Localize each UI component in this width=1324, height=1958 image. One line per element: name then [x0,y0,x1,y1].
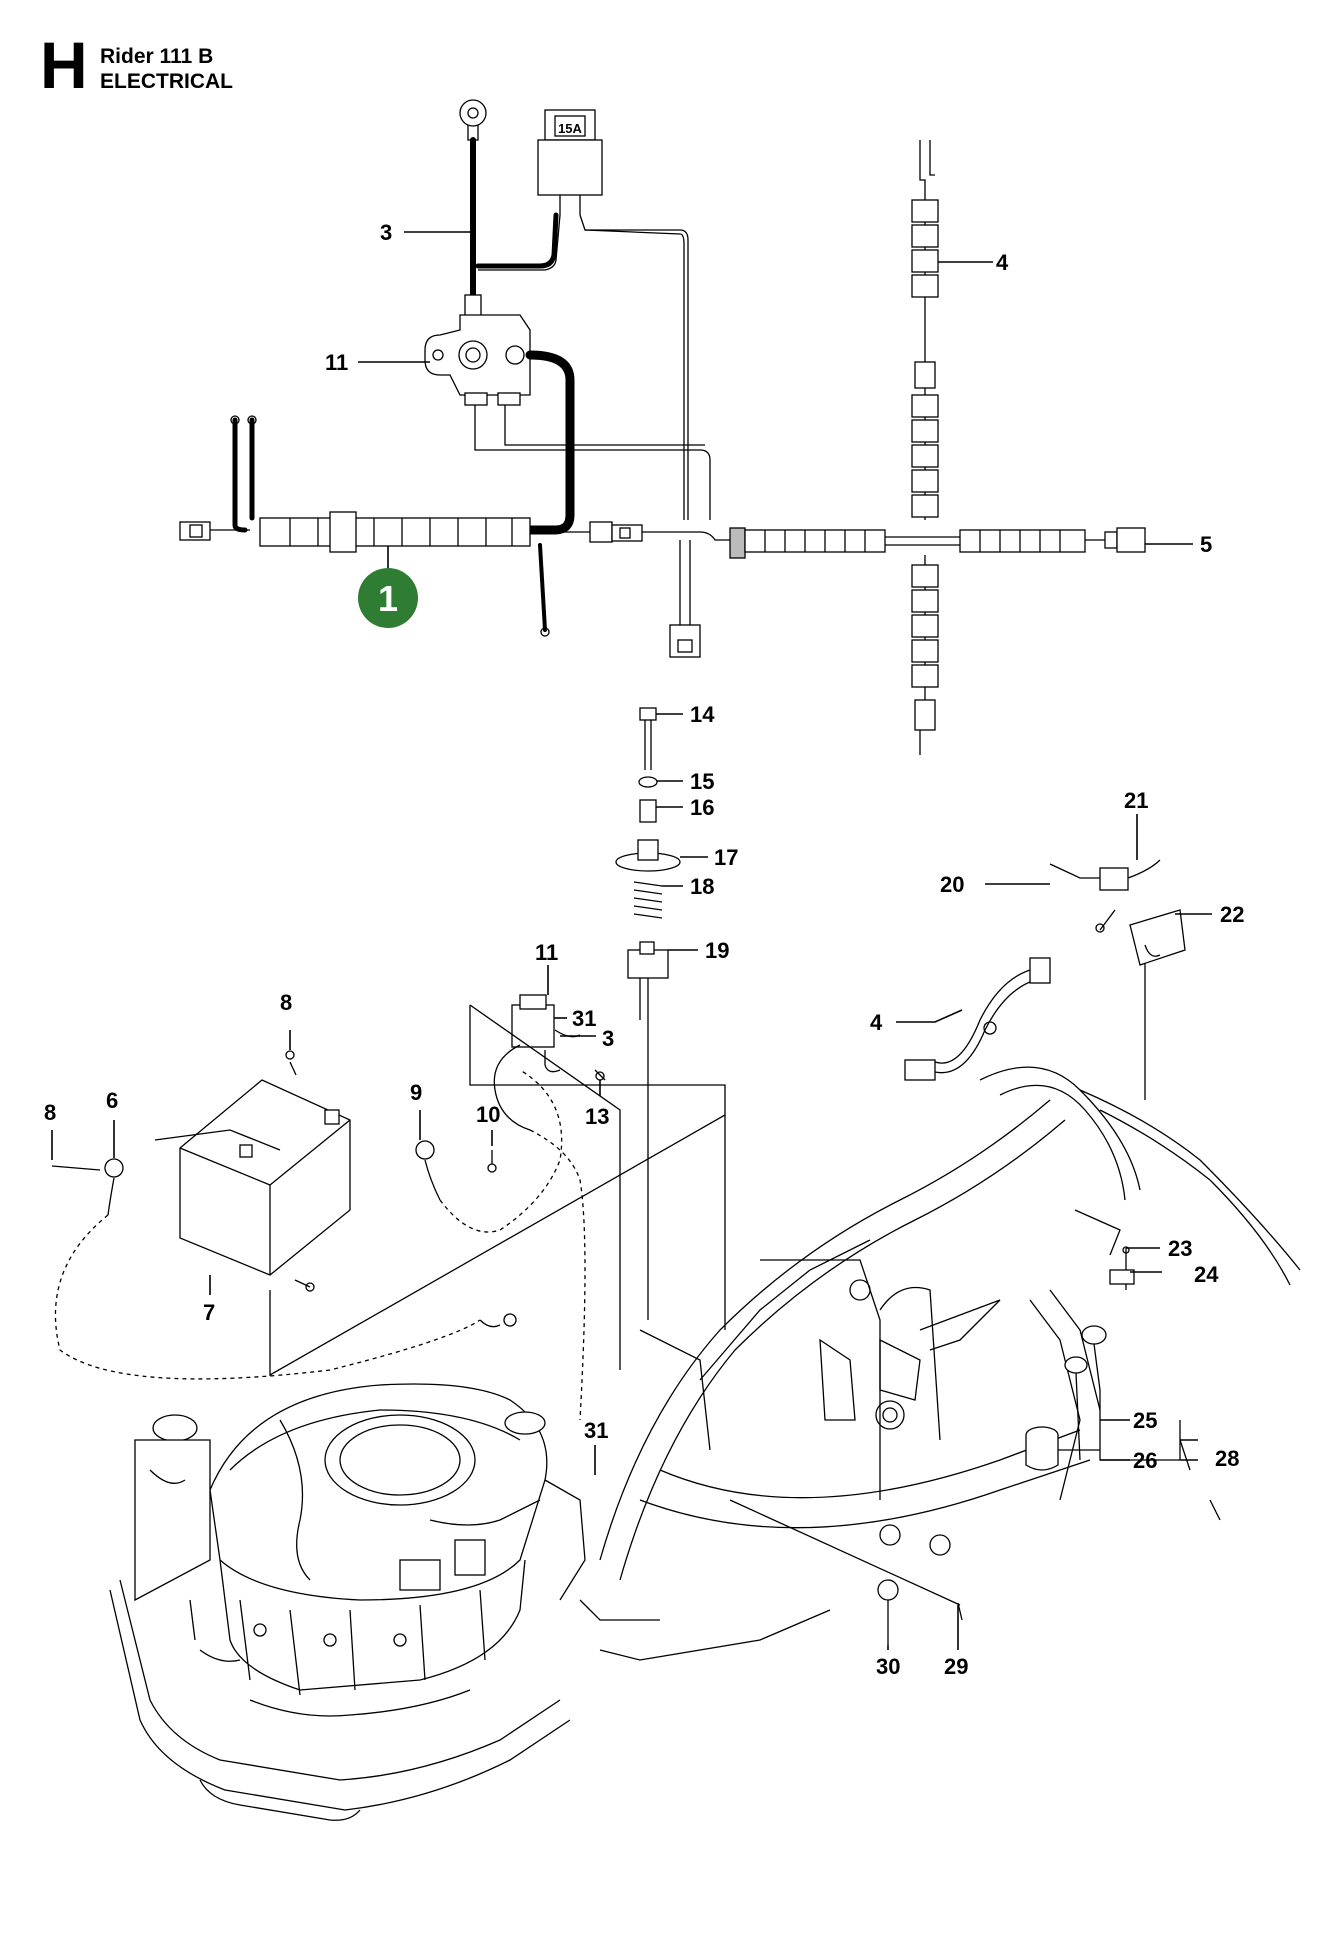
callout-8-left[interactable]: 8 [44,1100,56,1125]
callout-6[interactable]: 6 [106,1088,118,1113]
callout-labels: 3 4 11 5 14 15 16 17 18 19 21 20 22 11 3… [44,220,1244,1679]
callout-29[interactable]: 29 [944,1654,968,1679]
callout-22[interactable]: 22 [1220,902,1244,927]
battery-cable [459,99,487,326]
starter-solenoid[interactable] [424,314,711,535]
callout-7[interactable]: 7 [203,1300,215,1325]
engine [109,1383,586,1821]
callout-31[interactable]: 31 [572,1006,596,1031]
callout-11-frame[interactable]: 11 [535,940,558,965]
callout-leaders [51,231,1212,1650]
main-harness-highlight-callout[interactable]: 1 [358,546,418,628]
wiring-harness: 15A [179,99,1146,755]
reference-lines [269,930,1181,1461]
seat-switch-stack [615,707,681,1320]
title-block: Rider 111 B ELECTRICAL [100,44,233,94]
callout-17[interactable]: 17 [714,845,738,870]
fuse-rating-label: 15A [558,121,582,136]
callout-20[interactable]: 20 [940,872,964,897]
battery [179,1079,351,1292]
battery-cables [51,1050,563,1380]
callout-11[interactable]: 11 [325,350,348,375]
callout-18[interactable]: 18 [690,874,714,899]
model-name: Rider 111 B [100,45,214,68]
callout-31-frame[interactable]: 31 [584,1418,608,1443]
main-harness-trunk [179,415,1146,658]
highlight-callout-number: 1 [378,578,398,619]
callout-16[interactable]: 16 [690,795,714,820]
callout-30[interactable]: 30 [876,1654,900,1679]
clip-and-wire [729,1499,963,1645]
callout-3-frame[interactable]: 3 [602,1026,614,1051]
safety-switch-parts [904,859,1186,1471]
frame-solenoid [493,994,606,1421]
callout-13[interactable]: 13 [585,1104,609,1129]
section-letter: H [40,28,88,102]
fuse-holder[interactable]: 15A [475,109,689,520]
callout-9[interactable]: 9 [410,1080,422,1105]
callout-14[interactable]: 14 [690,702,715,727]
callout-5[interactable]: 5 [1200,532,1212,557]
chassis-frame [579,1066,1301,1661]
section-name: ELECTRICAL [100,70,233,93]
callout-23[interactable]: 23 [1168,1236,1192,1261]
callout-4[interactable]: 4 [996,250,1009,275]
callout-4-frame[interactable]: 4 [870,1010,883,1035]
callout-8[interactable]: 8 [280,990,292,1015]
callout-15[interactable]: 15 [690,769,714,794]
callout-3[interactable]: 3 [380,220,392,245]
vertical-harness [911,140,939,755]
callout-28[interactable]: 28 [1215,1446,1239,1471]
callout-24[interactable]: 24 [1194,1262,1219,1287]
callout-26[interactable]: 26 [1133,1448,1157,1473]
callout-25[interactable]: 25 [1133,1408,1157,1433]
callout-21[interactable]: 21 [1124,788,1148,813]
callout-19[interactable]: 19 [705,938,729,963]
callout-10[interactable]: 10 [476,1102,500,1127]
